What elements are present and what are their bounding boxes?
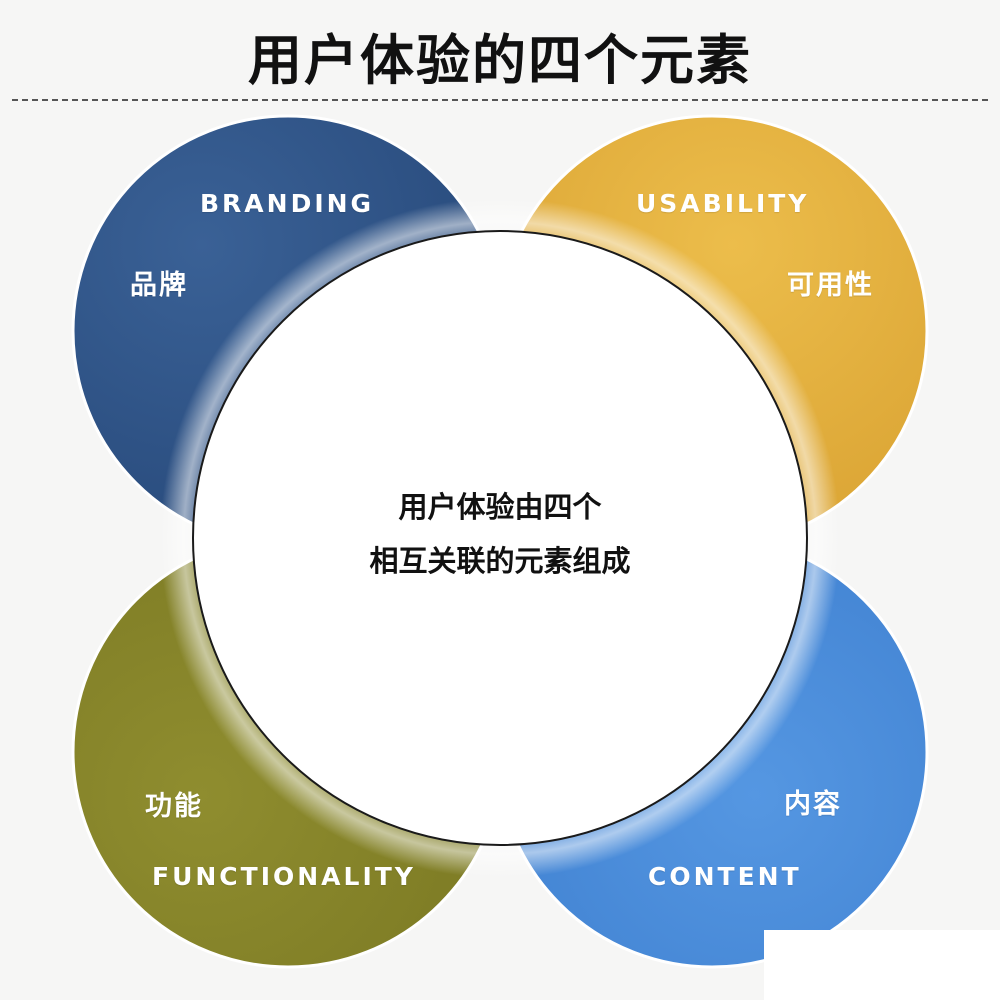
branding-zh-label: 品牌 — [130, 270, 188, 301]
center-circle — [192, 230, 808, 846]
corner-blank-patch — [764, 930, 1000, 1000]
branding-en-label: BRANDING — [200, 189, 375, 218]
functionality-en-label: FUNCTIONALITY — [152, 862, 416, 891]
center-line-2: 相互关联的元素组成 — [369, 544, 631, 578]
usability-en-label: USABILITY — [636, 189, 810, 218]
content-en-label: CONTENT — [648, 862, 802, 891]
usability-zh-label: 可用性 — [787, 270, 874, 301]
center-line-1: 用户体验由四个 — [398, 490, 602, 524]
dashed-divider — [12, 99, 988, 101]
page-title: 用户体验的四个元素 — [248, 29, 752, 92]
content-zh-label: 内容 — [784, 789, 842, 820]
functionality-zh-label: 功能 — [145, 791, 203, 822]
center-description: 用户体验由四个 相互关联的元素组成 — [300, 480, 700, 588]
